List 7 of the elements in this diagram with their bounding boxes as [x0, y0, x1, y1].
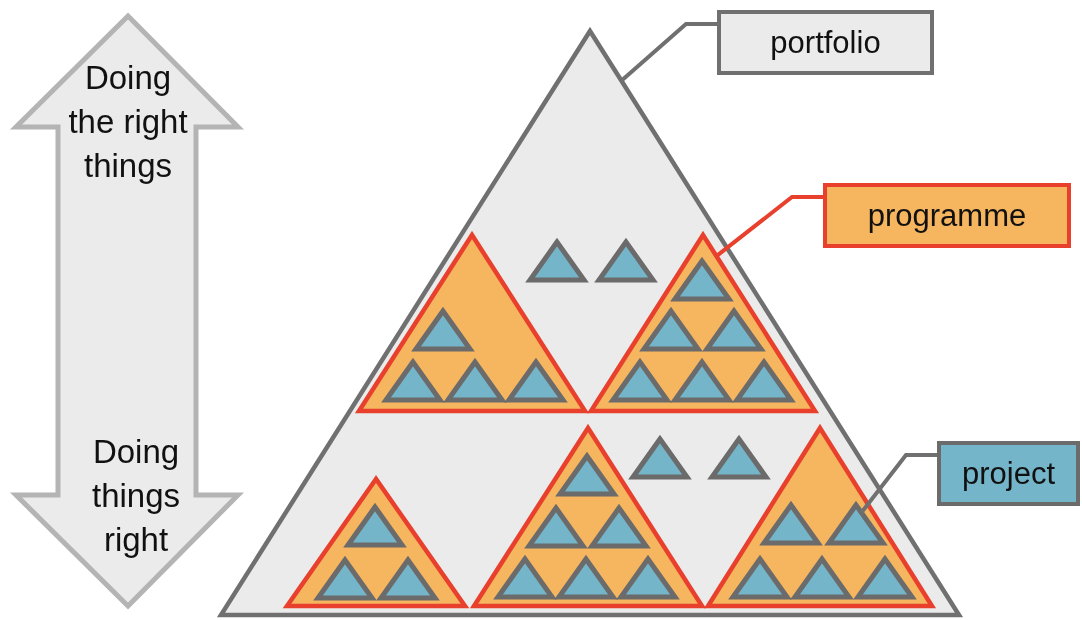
label-box: project	[937, 441, 1080, 506]
arrow-label: Doing things right	[90, 432, 182, 560]
label-box: programme	[823, 183, 1071, 248]
label-box: portfolio	[717, 10, 934, 75]
leader-line	[620, 22, 717, 83]
leader-line	[859, 453, 937, 514]
arrow-label: Doing the right things	[67, 58, 189, 186]
